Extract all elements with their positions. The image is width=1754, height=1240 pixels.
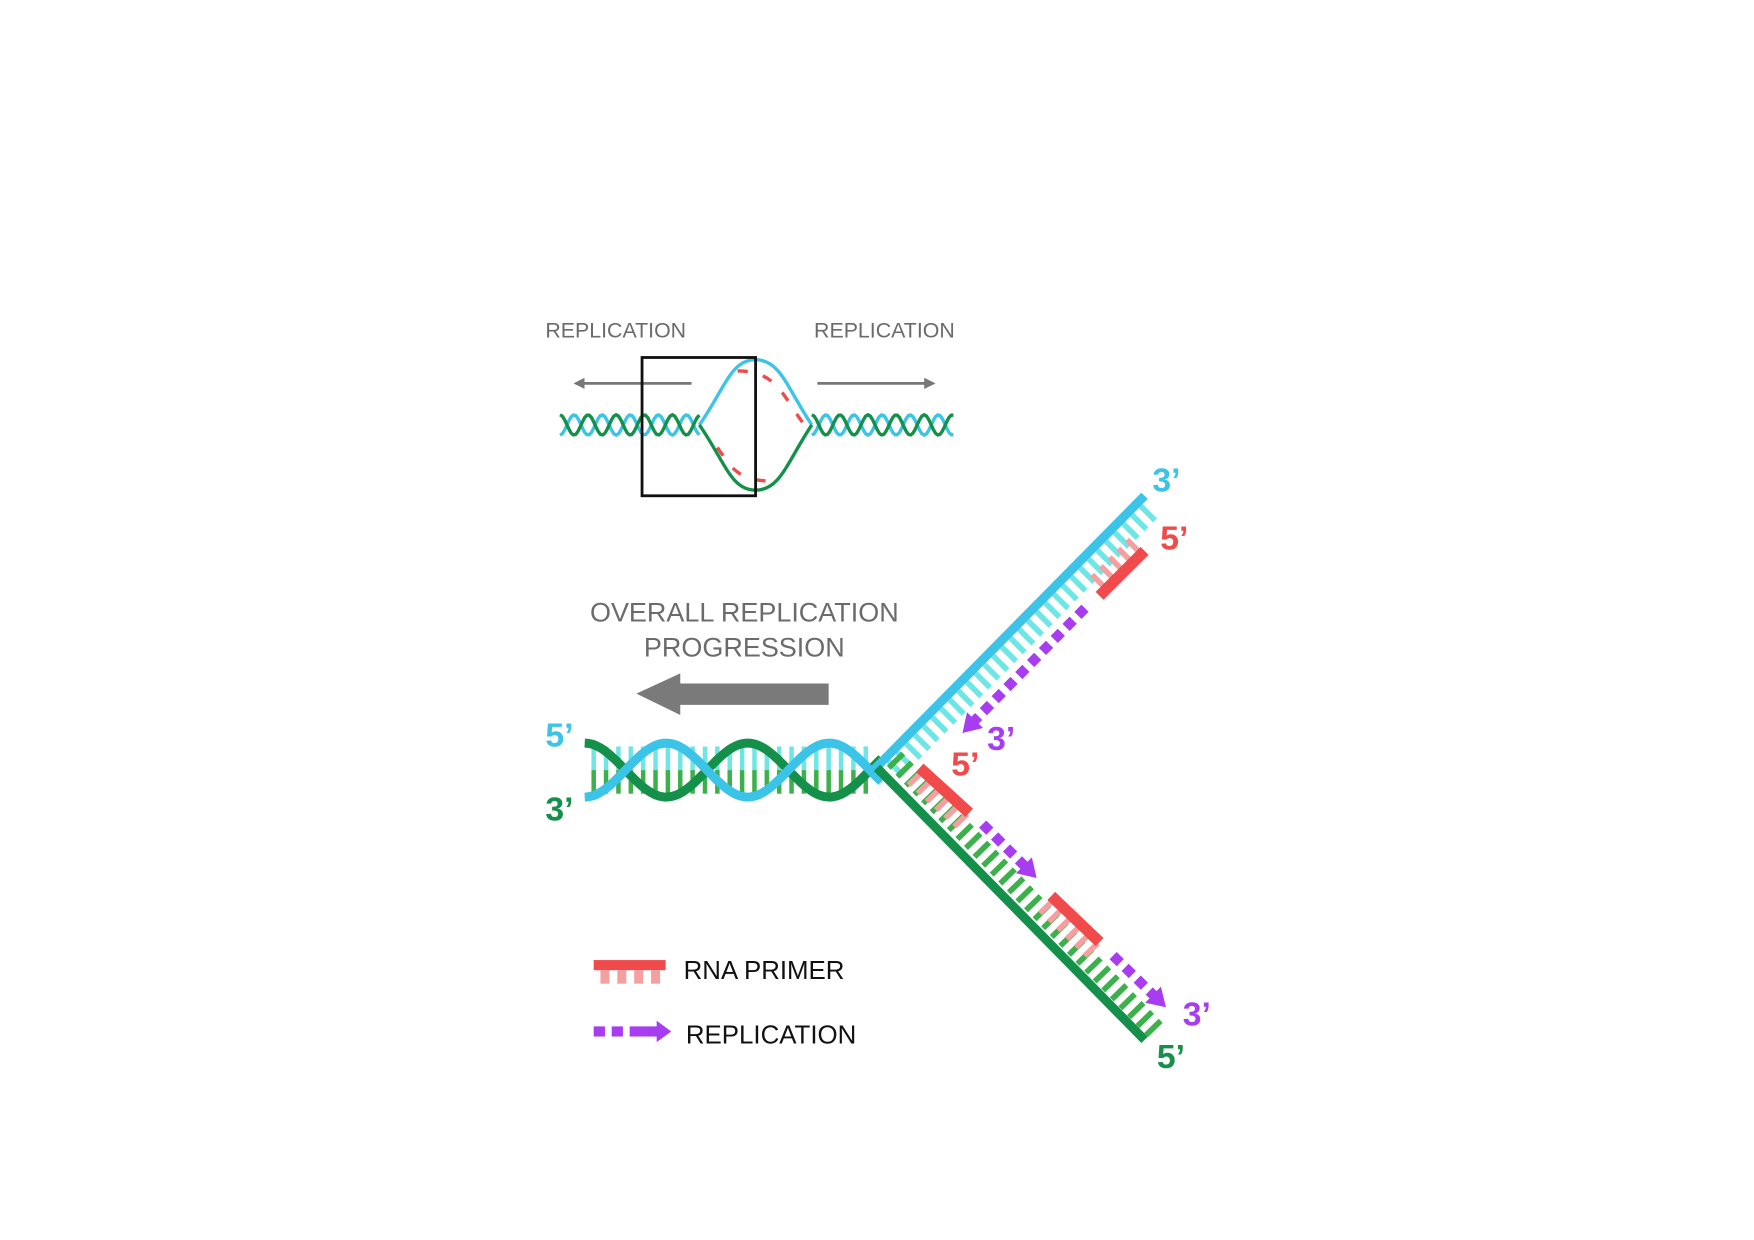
top-arm-strand	[871, 492, 1148, 773]
lagging-arm-base	[981, 849, 1000, 868]
rna-primer-legend-icon	[593, 960, 666, 984]
replication-arrowhead-icon	[962, 712, 984, 733]
small-helix-strand	[559, 412, 701, 437]
helix-5-label: 5’	[545, 716, 573, 754]
lagging-arm-base	[955, 822, 974, 842]
replication-arrowhead-icon	[1145, 986, 1166, 1008]
lagging-arm-base	[963, 831, 983, 850]
helix-3-label: 3’	[545, 791, 573, 829]
top-new-3-label: 3’	[987, 720, 1015, 758]
replication-arrow	[979, 820, 1031, 873]
lagging-arm-base	[1015, 885, 1034, 904]
lagging-arm-base	[1092, 965, 1112, 984]
bottom-arm-strand	[873, 764, 1148, 1044]
leading-arm-base	[1069, 574, 1088, 593]
leading-arm-base	[982, 662, 1001, 681]
leading-arm-base	[1103, 539, 1123, 558]
lagging-arm-base	[1118, 992, 1137, 1011]
leading-arm-base	[947, 697, 966, 716]
lagging-arm-base	[886, 751, 906, 770]
small-helix-strand	[810, 413, 954, 437]
overview-left-label: REPLICATION	[545, 318, 686, 342]
lagging-arm-base	[989, 858, 1009, 877]
bottom-arm-5-label: 5’	[1157, 1038, 1185, 1076]
lagging-arm-base	[1084, 956, 1103, 975]
replication-fork	[584, 492, 1166, 1044]
legend: RNA PRIMER REPLICATION	[593, 957, 856, 1049]
rna-primer-legend-label: RNA PRIMER	[684, 957, 845, 985]
lagging-arm-base	[972, 840, 992, 859]
lagging-arm-base	[1006, 876, 1026, 895]
top-arm-3-label: 3’	[1152, 461, 1180, 499]
lagging-arm-base	[1144, 1018, 1163, 1037]
leading-arm-base	[1130, 512, 1149, 532]
overview-right-label: REPLICATION	[814, 318, 955, 342]
zoom-box	[640, 356, 757, 498]
progression-arrow-icon	[636, 673, 829, 715]
leading-arm-base	[1034, 609, 1053, 628]
leading-arm-base	[1025, 618, 1045, 637]
leading-arm-base	[1095, 548, 1114, 567]
leading-arm-base	[1086, 556, 1105, 576]
leading-arm-base	[1060, 583, 1079, 602]
leading-arm-base	[930, 715, 949, 734]
helix-cyan-strand	[584, 738, 885, 802]
lower-primer-5-label: 5’	[951, 746, 979, 784]
lagging-arm-base	[1101, 974, 1120, 993]
rna-primer	[915, 763, 973, 817]
leading-arm-base	[956, 688, 975, 708]
small-helix	[559, 412, 954, 437]
leading-arm-base	[1138, 504, 1158, 523]
replication-arrowhead-icon	[1015, 857, 1037, 879]
small-helix-strand	[559, 413, 701, 437]
small-helix-strand	[810, 412, 954, 437]
replication-arrow	[968, 604, 1089, 727]
bottom-new-3-label: 3’	[1183, 995, 1211, 1033]
lagging-arm-base	[1109, 983, 1129, 1002]
leading-arm-base	[921, 724, 940, 743]
replication-legend-label: REPLICATION	[686, 1021, 856, 1049]
helix-green-strand	[584, 738, 885, 802]
rna-primer	[1047, 891, 1104, 947]
leading-arm-base	[1008, 636, 1027, 655]
lagging-arm-base	[1126, 1000, 1146, 1020]
leading-arm-base	[1112, 530, 1131, 549]
replication-arrow	[1109, 951, 1160, 1002]
leading-arm-base	[1121, 521, 1140, 540]
rna-primer	[1095, 546, 1149, 600]
leading-arm-base	[1043, 600, 1062, 620]
top-primer-5-label: 5’	[1160, 520, 1188, 558]
leading-arm-base	[904, 741, 923, 760]
leading-arm-base	[973, 671, 992, 690]
replication-legend-icon	[593, 1020, 672, 1043]
leading-arm-base	[1017, 627, 1036, 646]
progression-line1: OVERALL REPLICATION	[590, 598, 899, 628]
leading-arm-base	[912, 732, 932, 752]
leading-arm-base	[1077, 565, 1097, 584]
progression-line2: PROGRESSION	[644, 633, 845, 663]
lagging-arm-base	[998, 867, 1017, 886]
leading-arm-base	[1051, 592, 1071, 611]
lagging-arm-base	[895, 760, 914, 779]
leading-arm-base	[991, 653, 1010, 672]
bubble-primers	[715, 369, 805, 483]
leading-arm-base	[964, 680, 984, 699]
lagging-arm-base	[1135, 1009, 1155, 1029]
lagging-arm-base	[1024, 894, 1043, 913]
leading-arm-base	[938, 706, 958, 725]
leading-arm-base	[999, 644, 1018, 664]
overview-bubble: REPLICATION REPLICATION	[545, 318, 955, 498]
